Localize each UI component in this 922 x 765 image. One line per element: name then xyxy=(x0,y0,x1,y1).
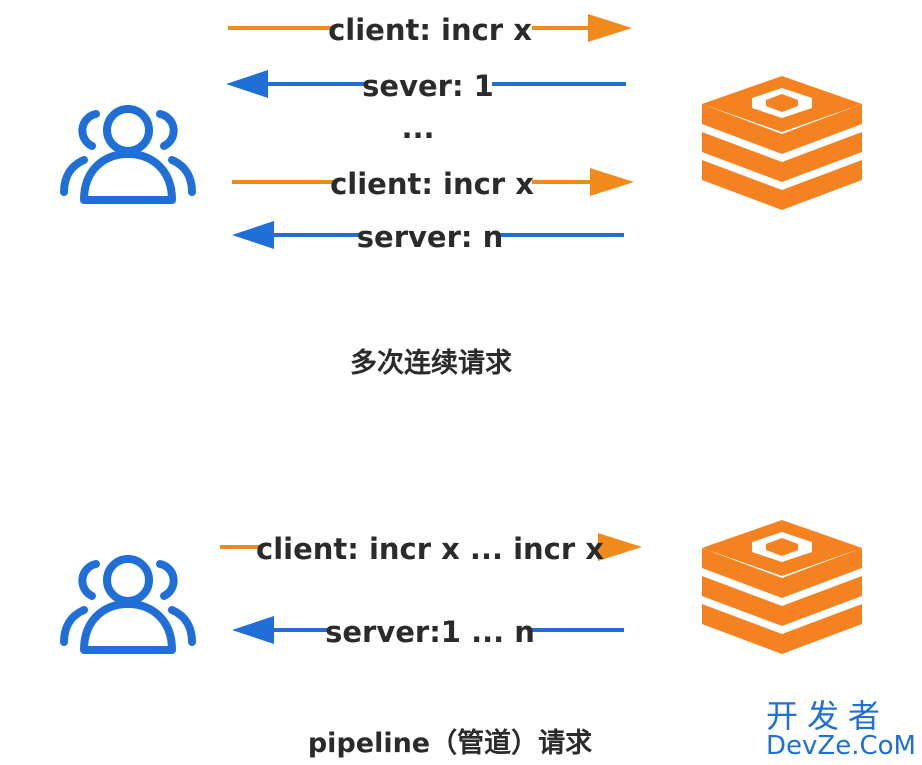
pipeline-request-arrow xyxy=(220,533,642,561)
response-arrow-2 xyxy=(232,221,624,249)
pipeline-response-arrow xyxy=(232,616,624,644)
watermark-line2: DevZe.CoM xyxy=(766,731,916,761)
message-label-2: sever: 1 xyxy=(362,69,494,103)
message-label-3: client: incr x xyxy=(330,167,534,201)
request-arrow-2 xyxy=(232,168,634,196)
redis-server-icon-top xyxy=(702,76,862,210)
response-arrow-1 xyxy=(226,70,626,98)
redis-server-icon-bottom xyxy=(702,520,862,654)
client-users-icon-top xyxy=(64,109,192,200)
pipeline-request-label: client: incr x ... incr x xyxy=(256,532,604,566)
pipeline-response-label: server:1 ... n xyxy=(325,615,535,649)
watermark-line1: 开发者 xyxy=(766,697,889,735)
section2-caption: pipeline（管道）请求 xyxy=(308,727,592,759)
client-users-icon-bottom xyxy=(64,559,192,650)
message-label-4: server: n xyxy=(357,220,503,254)
ellipsis-label: ... xyxy=(401,111,434,145)
section1-caption: 多次连续请求 xyxy=(350,347,512,379)
message-label-1: client: incr x xyxy=(328,13,532,47)
request-arrow-1 xyxy=(228,14,632,42)
